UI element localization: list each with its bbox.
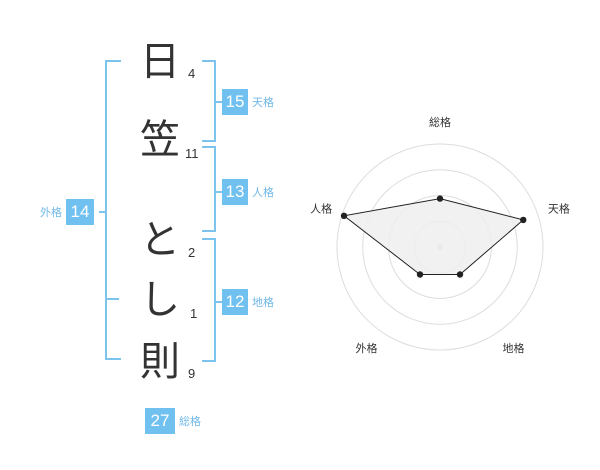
jinkaku-bracket bbox=[202, 146, 216, 232]
soukaku-badge: 27 総格 bbox=[145, 408, 201, 434]
jinkaku-label: 人格 bbox=[252, 186, 274, 199]
radar-axis-label-5: 人格 bbox=[310, 201, 332, 215]
stroke-count-4: 1 bbox=[190, 306, 198, 321]
radar-point-1 bbox=[436, 195, 444, 202]
name-char-5: 則 bbox=[140, 339, 180, 385]
jinkaku-value: 13 bbox=[222, 179, 248, 205]
chikaku-badge: 12 地格 bbox=[222, 289, 274, 315]
radar-ring-3 bbox=[362, 169, 518, 325]
gaikaku-label: 外格 bbox=[40, 206, 62, 219]
chikaku-label: 地格 bbox=[252, 296, 274, 309]
gaikaku-value: 14 bbox=[66, 199, 94, 225]
tenkaku-connector bbox=[214, 101, 222, 103]
stroke-count-3: 2 bbox=[188, 245, 196, 260]
tenkaku-value: 15 bbox=[222, 89, 248, 115]
radar-axis-label-1: 総格 bbox=[429, 115, 451, 129]
radar-points bbox=[340, 195, 527, 278]
name-char-1: 日 bbox=[140, 39, 180, 85]
chikaku-value: 12 bbox=[222, 289, 248, 315]
jinkaku-badge: 13 人格 bbox=[222, 179, 274, 205]
radar-point-3 bbox=[456, 271, 464, 278]
radar-point-5 bbox=[340, 212, 348, 220]
radar-ring-4 bbox=[336, 143, 544, 351]
radar-polygon-group bbox=[342, 198, 525, 275]
chikaku-connector bbox=[214, 301, 222, 303]
chikaku-bracket bbox=[202, 238, 216, 362]
name-char-2: 笠 bbox=[140, 117, 180, 163]
stroke-count-5: 9 bbox=[188, 366, 196, 381]
radar-point-4 bbox=[416, 271, 424, 278]
radar-axis-label-2: 天格 bbox=[548, 201, 570, 215]
gaikaku-bracket bbox=[105, 60, 121, 360]
name-char-3: と bbox=[140, 217, 180, 263]
gaikaku-connector bbox=[99, 211, 107, 213]
stroke-count-2: 11 bbox=[185, 146, 199, 161]
jinkaku-connector bbox=[214, 191, 222, 193]
stroke-count-1: 4 bbox=[188, 66, 196, 81]
gaikaku-badge: 外格 14 bbox=[40, 199, 94, 225]
tenkaku-badge: 15 天格 bbox=[222, 89, 274, 115]
radar-axis-label-4: 外格 bbox=[356, 341, 378, 355]
name-char-4: し bbox=[140, 277, 180, 323]
soukaku-value: 27 bbox=[145, 408, 175, 434]
gaikaku-bracket-mid-tick bbox=[105, 298, 119, 300]
soukaku-label: 総格 bbox=[179, 415, 201, 428]
tenkaku-label: 天格 bbox=[252, 96, 274, 109]
radar-polygon bbox=[342, 198, 525, 275]
radar-point-2 bbox=[520, 216, 527, 224]
radar-axis-label-3: 地格 bbox=[503, 341, 525, 355]
